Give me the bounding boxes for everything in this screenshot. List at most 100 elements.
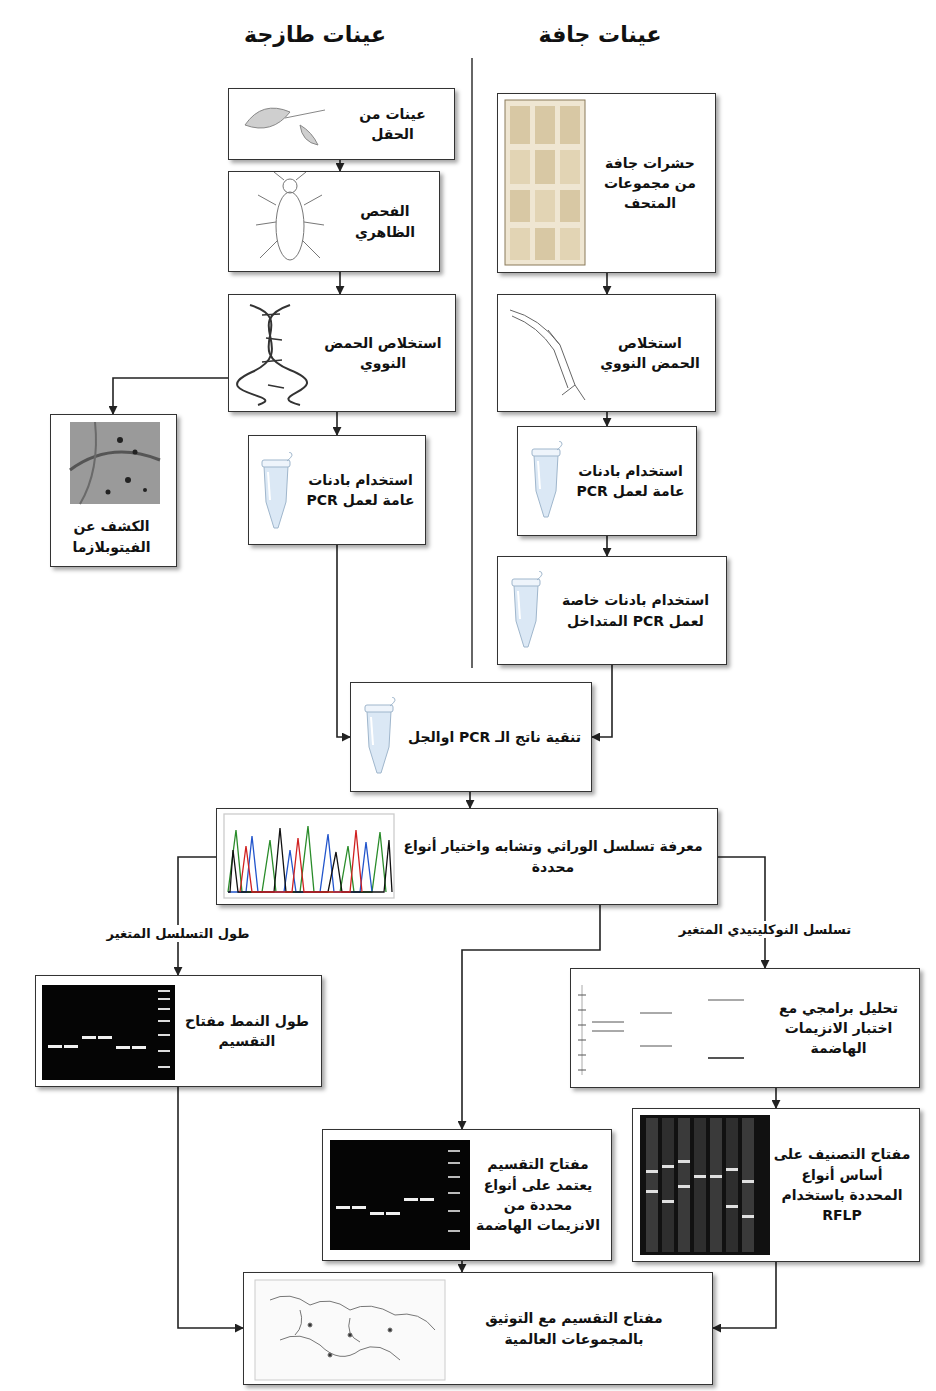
box-text: مفتاح التقسيم مع التوثيق بالمجموعات العا… [444, 1308, 704, 1349]
drawing-part [535, 190, 555, 222]
drawing-part [352, 1206, 366, 1209]
drawing-part [710, 1175, 722, 1178]
drawing-part [116, 1046, 130, 1049]
drawing-part [255, 1280, 445, 1380]
drawing-part [262, 314, 284, 388]
drawing-part [308, 1323, 312, 1327]
process-box: الكشف عن الفيتوبلازما [50, 414, 177, 567]
drawing-part [80, 422, 96, 504]
flow-arrow [461, 1261, 463, 1272]
flow-arrow [339, 272, 341, 294]
drawing-part [510, 150, 530, 184]
process-box: استخدام بادنات خاصة لعمل PCR المتداخل [497, 556, 727, 665]
process-box: استخدام بادنات عامة لعمل PCR [517, 426, 697, 536]
drawing-part [228, 828, 392, 892]
drawing-part [224, 814, 394, 898]
drawing-part [448, 1210, 460, 1212]
edge-label: طول التسلسل المتغير [103, 925, 254, 942]
process-box: استخلاص الحمض النووي [228, 294, 456, 412]
flow-arrow [462, 905, 600, 1129]
process-box: استخدام بادنات عامة لعمل PCR [248, 435, 426, 545]
box-text: الكشف عن الفيتوبلازما [55, 516, 168, 557]
drawing-part [285, 110, 325, 118]
drawing-part [370, 1212, 384, 1215]
flow-arrow [469, 792, 471, 808]
drawing-part [662, 1165, 674, 1168]
insect-leg-sketch [510, 310, 585, 400]
drawing-part [694, 1118, 706, 1252]
flow-arrow [718, 857, 765, 968]
drawing-part [560, 150, 580, 184]
drawing-part [512, 316, 568, 388]
drawing-part [228, 826, 386, 892]
drawing-part [158, 1020, 170, 1022]
world-map [255, 1280, 445, 1380]
drawing-part [548, 330, 575, 395]
flow-arrow [113, 378, 228, 414]
flow-arrow [339, 160, 341, 171]
process-box: مفتاح التصنيف على أساس أنواع المحددة باس… [632, 1108, 920, 1262]
drawing-part [448, 1230, 460, 1232]
drawing-part [448, 1176, 460, 1178]
box-text: مفتاح التقسيم يعتمد على أنواع محددة من ا… [473, 1154, 603, 1235]
process-box: حشرات جافة من مجموعات المتحف [497, 93, 716, 273]
drawing-part [678, 1160, 690, 1163]
drawing-part [117, 437, 123, 443]
flow-arrow [337, 545, 350, 737]
process-box: معرفة تسلسل الوراثي وتشابه واختيار أنواع… [216, 808, 718, 905]
flow-arrow [592, 665, 612, 737]
drawing-part [708, 1057, 744, 1059]
drawing-part [578, 995, 586, 996]
process-box: مفتاح التقسيم مع التوثيق بالمجموعات العا… [243, 1272, 713, 1385]
drawing-part [646, 1190, 658, 1193]
museum-drawer [505, 100, 585, 265]
drawing-part [64, 1045, 78, 1048]
drawing-part [404, 1198, 418, 1201]
box-text: استخلاص الحمض النووي [319, 333, 447, 374]
drawing-part [48, 1045, 62, 1048]
flow-arrow [606, 412, 608, 426]
drawing-part [510, 310, 585, 400]
box-text: تحليل برامجي مع اختبار الانزيمات الهاضمة [766, 998, 911, 1059]
drawing-part [336, 1206, 350, 1209]
drawing-part [742, 1118, 754, 1252]
box-text: حشرات جافة من مجموعات المتحف [593, 153, 707, 214]
box-text: مفتاح التصنيف على أساس أنواع المحددة باس… [773, 1144, 911, 1225]
drawing-part [662, 1118, 674, 1252]
drawing-part [578, 1010, 586, 1011]
flow-arrow [713, 1262, 776, 1328]
drawing-part [250, 305, 307, 405]
drawing-part [386, 1212, 400, 1215]
drawing-part [582, 985, 583, 1075]
flow-arrow [606, 536, 608, 556]
drawing-part [471, 58, 473, 668]
drawing-part [82, 1036, 96, 1039]
drawing-part [560, 190, 580, 222]
drawing-part [742, 1215, 754, 1218]
leaf-sketch [245, 108, 325, 145]
gel-image [330, 1140, 470, 1250]
drawing-part [708, 1000, 744, 1001]
drawing-part [270, 1296, 435, 1330]
box-text: معرفة تسلسل الوراثي وتشابه واختيار أنواع… [397, 836, 709, 877]
tube-icon [512, 571, 542, 647]
drawing-part [578, 1040, 586, 1041]
gel-image [42, 985, 175, 1080]
tube-icon [365, 697, 395, 773]
microscopy-image [70, 422, 160, 504]
drawing-part [158, 1008, 170, 1010]
drawing-part [158, 990, 170, 992]
drawing-part [640, 1115, 770, 1255]
drawing-part [256, 195, 324, 258]
drawing-part [592, 1031, 624, 1032]
drawing-part [448, 1150, 460, 1152]
flow-arrow [336, 412, 338, 435]
process-box: مفتاح التقسيم يعتمد على أنواع محددة من ا… [322, 1129, 612, 1261]
drawing-part [295, 1310, 360, 1342]
drawing-part [158, 1034, 170, 1036]
drawing-part [158, 1050, 170, 1052]
drawing-part [240, 830, 362, 892]
flow-arrow [606, 273, 608, 294]
